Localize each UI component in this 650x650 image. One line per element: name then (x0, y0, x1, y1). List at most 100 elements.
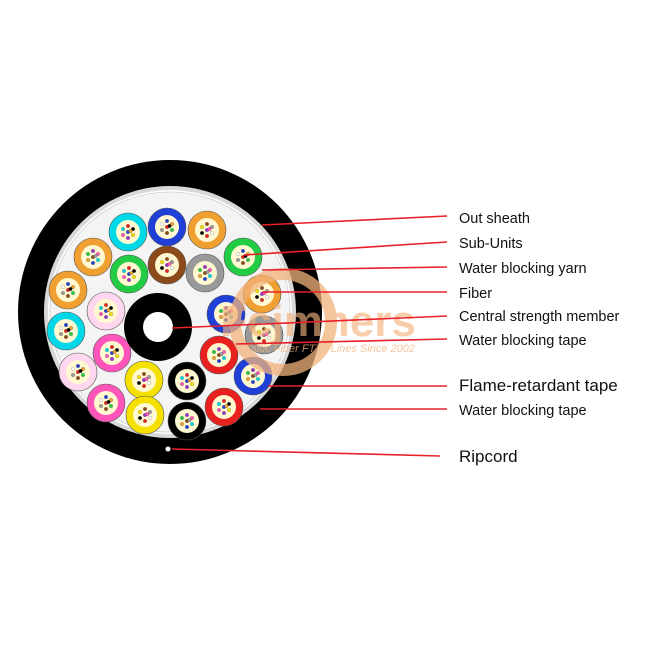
fiber (260, 286, 264, 290)
fiber (112, 350, 117, 354)
fiber (137, 381, 141, 385)
fiber (256, 377, 260, 381)
fiber (66, 328, 71, 332)
fiber (165, 269, 169, 273)
fiber (165, 219, 169, 223)
fiber (265, 295, 269, 299)
fiber (219, 309, 223, 313)
fiber (148, 416, 152, 420)
fiber (160, 266, 164, 270)
fiber (69, 326, 73, 330)
fiber (160, 260, 164, 264)
fiber (190, 422, 194, 426)
fiber (207, 227, 212, 231)
sub-unit (147, 245, 187, 285)
label-water-blocking-tape-2: Water blocking tape (459, 403, 587, 419)
fiber (167, 224, 172, 228)
fiber (59, 332, 63, 336)
fiber (170, 266, 174, 270)
label-out-sheath: Out sheath (459, 211, 530, 227)
fiber (96, 252, 100, 256)
fiber (109, 312, 113, 316)
fiber (246, 377, 250, 381)
fiber (185, 425, 189, 429)
fiber (104, 315, 108, 319)
fiber (170, 222, 174, 226)
fiber (78, 369, 83, 373)
leader-central-strength-member (171, 315, 448, 329)
sub-unit (204, 387, 244, 427)
fiber (170, 260, 174, 264)
fiber (66, 282, 70, 286)
label-ripcord: Ripcord (459, 447, 518, 466)
fiber (205, 222, 209, 226)
fiber (69, 332, 73, 336)
sub-unit (147, 207, 187, 247)
label-water-blocking-tape-1: Water blocking tape (459, 333, 587, 349)
fiber (170, 228, 174, 232)
fiber (246, 258, 250, 262)
sub-unit (244, 315, 284, 355)
fiber (185, 385, 189, 389)
fiber (200, 225, 204, 229)
fiber (205, 270, 210, 274)
fiber (236, 252, 240, 256)
fiber (187, 418, 192, 422)
fiber (200, 231, 204, 235)
fiber (121, 233, 125, 237)
fiber (224, 306, 228, 310)
fiber (131, 233, 135, 237)
fiber (126, 236, 130, 240)
label-flame-retardant-tape: Flame-retardant tape (459, 376, 618, 395)
fiber (219, 315, 223, 319)
fiber (105, 348, 109, 352)
fiber (203, 277, 207, 281)
label-fiber: Fiber (459, 286, 492, 302)
fiber (267, 330, 271, 334)
fiber (142, 372, 146, 376)
fiber (142, 384, 146, 388)
labels: Out sheath Sub-Units Water blocking yarn… (459, 211, 620, 466)
fiber (210, 225, 214, 229)
fiber (165, 257, 169, 261)
fiber (110, 357, 114, 361)
fiber (219, 352, 224, 356)
fiber (251, 380, 255, 384)
fiber (99, 312, 103, 316)
fiber (68, 287, 73, 291)
fiber (86, 252, 90, 256)
fiber (187, 378, 192, 382)
cable-body (18, 160, 322, 464)
fiber (96, 258, 100, 262)
label-sub-units: Sub-Units (459, 236, 523, 252)
fiber (109, 306, 113, 310)
fiber (224, 404, 229, 408)
fiber (205, 234, 209, 238)
fiber (104, 395, 108, 399)
fiber (236, 258, 240, 262)
fiber (122, 269, 126, 273)
fiber (109, 398, 113, 402)
sub-unit (86, 291, 126, 331)
fiber (147, 381, 151, 385)
fiber (138, 416, 142, 420)
sub-unit (48, 270, 88, 310)
fiber (190, 382, 194, 386)
leader-out-sheath (261, 215, 448, 226)
sub-unit (46, 311, 86, 351)
fiber (198, 274, 202, 278)
fiber (115, 354, 119, 358)
sub-unit (185, 253, 225, 293)
fiber (106, 400, 111, 404)
fiber (246, 371, 250, 375)
fiber (256, 371, 260, 375)
label-water-blocking-yarn: Water blocking yarn (459, 261, 587, 277)
fiber (222, 411, 226, 415)
fiber (251, 368, 255, 372)
fiber (81, 373, 85, 377)
fiber (253, 373, 258, 377)
fiber (104, 407, 108, 411)
fiber (224, 318, 228, 322)
fiber (264, 332, 269, 336)
fiber (127, 278, 131, 282)
